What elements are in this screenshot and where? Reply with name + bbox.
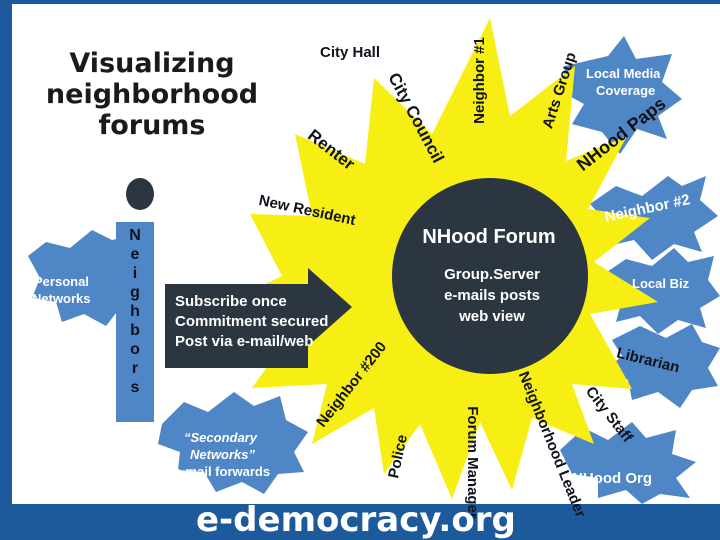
- center-title: NHood Forum: [422, 226, 556, 248]
- neighbors-letter: s: [130, 379, 140, 396]
- label-local-media-1: Local Media: [586, 66, 661, 81]
- label-neighbor-1: Neighbor #1: [470, 37, 488, 124]
- label-city-hall: City Hall: [320, 44, 381, 61]
- neighbors-letter: b: [130, 322, 140, 339]
- label-nhood-org: NHood Org: [572, 470, 652, 487]
- arrow-line-1: Subscribe once: [175, 293, 287, 310]
- title-line-2: neighborhood: [45, 79, 259, 110]
- page-title: Visualizing neighborhood forums: [32, 48, 272, 141]
- nhood-forum-circle: [392, 178, 588, 374]
- center-line-1: Group.Server: [444, 266, 540, 283]
- slide: Visualizing neighborhood forums NHood Fo…: [12, 4, 720, 520]
- neighbors-letter: r: [131, 360, 139, 377]
- footer-brand: e-democracy.org: [196, 500, 516, 540]
- blob-secondary-networks: [158, 392, 308, 494]
- neighbors-vertical: N e i g h b o r s: [120, 226, 150, 397]
- neighbors-box: [116, 222, 154, 422]
- label-local-media-2: Coverage: [596, 83, 656, 98]
- center-line-2: e-mails posts: [444, 287, 540, 304]
- neighbors-letter: o: [130, 341, 140, 358]
- connector-dot: [126, 178, 154, 210]
- subscribe-arrow: [165, 268, 352, 368]
- label-secondary-3: e-mail forwards: [174, 464, 271, 479]
- arrow-line-2: Commitment secured: [175, 313, 329, 330]
- label-secondary-2: Networks”: [190, 447, 256, 462]
- neighbors-letter: g: [130, 284, 140, 301]
- label-local-biz: Local Biz: [632, 276, 690, 291]
- center-body: Group.Server e-mails posts web view: [412, 264, 572, 327]
- title-line-3: forums: [98, 110, 206, 141]
- neighbors-letter: i: [132, 265, 138, 282]
- neighbors-letter: N: [129, 227, 141, 244]
- title-line-1: Visualizing: [69, 48, 235, 79]
- blob-nhood-org: [560, 422, 696, 504]
- neighbors-letter: e: [130, 246, 140, 263]
- arrow-text: Subscribe once Commitment secured Post v…: [175, 292, 328, 352]
- label-personal-1: Personal: [34, 274, 89, 289]
- blob-local-biz: [604, 248, 720, 334]
- neighbors-letter: h: [130, 303, 140, 320]
- label-personal-2: Networks: [32, 291, 91, 306]
- blob-librarian: [608, 324, 720, 408]
- label-secondary-1: “Secondary: [184, 430, 257, 445]
- center-line-3: web view: [459, 308, 525, 325]
- diagram-graphic: [28, 18, 720, 504]
- blob-local-media: [562, 36, 682, 154]
- arrow-line-3: Post via e-mail/web: [175, 333, 314, 350]
